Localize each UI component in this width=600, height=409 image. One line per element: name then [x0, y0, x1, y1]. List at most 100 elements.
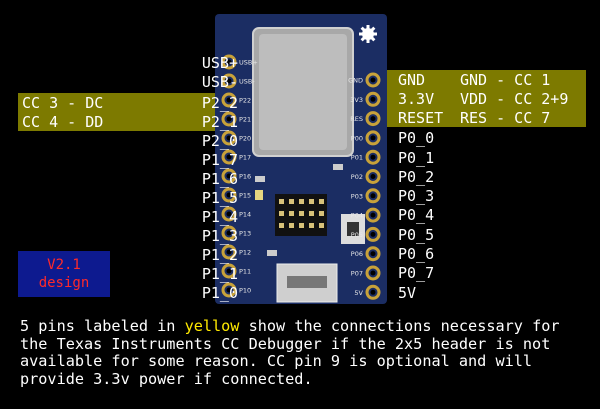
left-silk-label-9: P13	[239, 230, 251, 238]
left-pad-hole-10	[226, 249, 232, 255]
pin-label-p0-0: P0_0	[398, 129, 435, 147]
left-pad-7	[221, 187, 237, 203]
left-pad-8	[221, 206, 237, 222]
cc-label-dc: CC 3 - DC	[22, 94, 104, 112]
right-silk-label-4: P01	[351, 154, 363, 162]
cc-label-vdd: VDD - CC 2+9	[460, 90, 569, 108]
pin-label-gnd: GND	[398, 71, 426, 89]
left-pad-6	[221, 168, 237, 184]
left-silk-label-4: P20	[239, 135, 251, 143]
rf-module-top	[259, 34, 347, 150]
pin-label-usb-plus: USB+	[201, 54, 238, 72]
left-pad-11	[221, 263, 237, 279]
pin-label-p0-7: P0_7	[398, 264, 435, 282]
pin-label-p0-5: P0_5	[398, 226, 435, 244]
right-pad-11	[365, 284, 381, 300]
left-pad-hole-11	[226, 268, 232, 274]
right-silk-label-5: P02	[351, 173, 363, 181]
right-pad-hole-5	[370, 174, 376, 179]
right-pad-5	[365, 169, 381, 184]
left-pad-hole-7	[226, 192, 232, 198]
highlight-vdd	[368, 89, 586, 108]
left-pad-hole-5	[226, 154, 232, 160]
right-pad-8	[365, 226, 381, 242]
left-pad-hole-9	[226, 230, 232, 236]
pin-label-p1-0: P1_0	[201, 284, 238, 302]
left-pad-12	[221, 282, 237, 298]
left-pad-hole-4	[226, 135, 232, 141]
left-silk-label-6: P16	[239, 173, 251, 181]
right-pad-4	[365, 149, 381, 165]
left-silk-label-12: P10	[239, 287, 251, 295]
pin-label-p0-4: P0_4	[398, 206, 435, 224]
right-silk-label-2: RES	[350, 115, 363, 123]
highlight-res	[368, 108, 586, 127]
right-pad-hole-10	[370, 270, 376, 276]
left-pad-hole-3	[226, 116, 232, 122]
right-pad-7	[365, 207, 381, 223]
right-pad-hole-3	[370, 135, 376, 141]
left-silk-label-0: USB+	[239, 59, 258, 67]
left-pad-hole-6	[226, 173, 232, 179]
right-silk-label-7: P04	[351, 212, 363, 220]
cc-label-res: RES - CC 7	[460, 109, 551, 127]
left-silk-label-10: P12	[239, 249, 251, 257]
board-diagram: USB+ USB- P22P21P20P17P16P15P14P13P12P11P1…	[215, 14, 387, 304]
left-pad-hole-2	[226, 97, 232, 103]
left-silk-label-5: P17	[239, 154, 251, 162]
left-pad-5	[221, 149, 237, 165]
left-silk-label-3: P21	[239, 116, 251, 124]
left-pad-hole-0	[226, 59, 232, 65]
pin-label-p1-7: P1_7	[201, 151, 238, 169]
right-pad-hole-4	[370, 154, 376, 160]
left-silk-label-8: P14	[239, 211, 251, 219]
right-pad-hole-7	[370, 212, 376, 218]
pin-label-p1-6: P1_6	[201, 170, 238, 188]
version-number: V2.1	[47, 257, 81, 273]
left-pad-2	[221, 92, 237, 108]
left-pad-0	[221, 54, 237, 70]
right-pad-0	[365, 72, 381, 88]
highlight-cc3	[18, 93, 244, 112]
left-pad-10	[221, 244, 237, 260]
pin-label-p1-1: P1_1	[201, 265, 238, 283]
pin-label-3v3: 3.3V	[398, 90, 435, 108]
pin-label-p0-1: P0_1	[398, 149, 435, 167]
left-pad-hole-12	[226, 287, 232, 293]
right-pad-hole-6	[370, 193, 376, 199]
caption-highlight: yellow	[184, 317, 240, 335]
left-silk-label-11: P11	[239, 268, 251, 276]
left-silk-label-7: P15	[239, 192, 251, 200]
right-silk-label-1: 3V3	[350, 96, 363, 104]
left-pad-4	[221, 130, 237, 146]
right-pad-6	[365, 188, 381, 204]
left-pad-hole-8	[226, 211, 232, 217]
right-pad-2	[365, 111, 381, 127]
right-pad-hole-2	[370, 116, 376, 122]
right-silk-label-11: 5V	[354, 289, 363, 297]
right-silk-label-9: P06	[351, 250, 363, 258]
version-design: design	[38, 275, 90, 291]
right-pad-hole-9	[370, 251, 376, 257]
pin-label-p2-1: P2_1	[201, 113, 238, 131]
right-pad-3	[365, 130, 381, 146]
caption-text: 5 pins labeled in yellow show the connec…	[20, 317, 590, 388]
right-silk-label-8: P05	[351, 231, 363, 239]
pin-label-p2-2: P2_2	[201, 94, 238, 112]
cc-label-dd: CC 4 - DD	[22, 113, 104, 131]
left-pad-9	[221, 225, 237, 241]
right-silk-label-0: GND	[348, 77, 363, 85]
pin-label-p0-2: P0_2	[398, 168, 435, 186]
right-pad-1	[365, 91, 381, 107]
left-silk-label-2: P22	[239, 97, 251, 105]
pin-label-reset: RESET	[398, 109, 444, 127]
left-silk-label-1: USB-	[239, 78, 255, 86]
right-silk-label-10: P07	[351, 270, 363, 278]
left-pad-hole-1	[226, 78, 232, 84]
right-silk-label-6: P03	[351, 192, 363, 200]
pin-label-p0-6: P0_6	[398, 245, 435, 263]
right-pad-hole-8	[370, 231, 376, 237]
cc-label-gnd: GND - CC 1	[460, 71, 551, 89]
caption-after: show the connections necessary for the T…	[20, 317, 560, 388]
left-pad-1	[221, 73, 237, 89]
